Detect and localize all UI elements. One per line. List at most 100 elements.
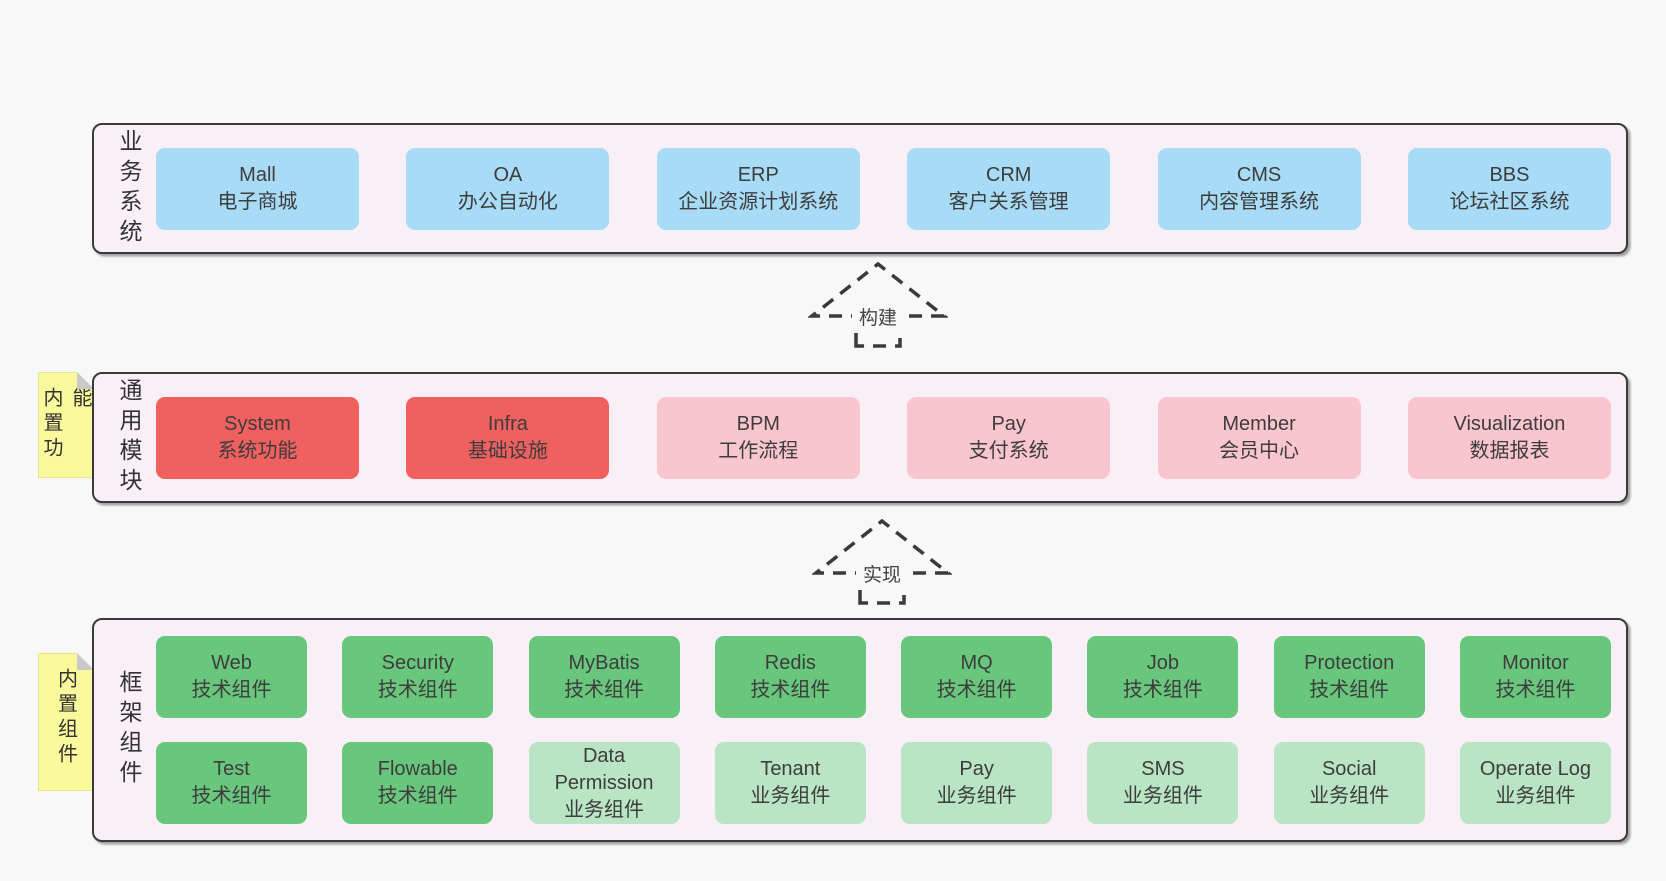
box-subtitle: 技术组件 [377,679,458,701]
box-subtitle: 技术组件 [750,679,831,701]
up-arrow-icon [808,261,948,348]
business-systems-boxes: Mall 电子商城 OA 办公自动化 ERP 企业资源计划系统 CRM 客户关系… [152,147,1626,230]
box-sms: SMS 业务组件 [1087,742,1239,824]
box-infra: Infra 基础设施 [406,396,610,479]
common-modules-boxes: System 系统功能 Infra 基础设施 BPM 工作流程 Pay 支付系统… [152,396,1626,479]
box-job: Job 技术组件 [1087,636,1239,718]
box-subtitle: 业务组件 [1495,785,1576,807]
implement-arrow: 实现 [812,518,952,605]
box-subtitle: 业务组件 [1309,785,1390,807]
box-title: BBS [1489,163,1530,186]
implement-arrow-label: 实现 [863,564,901,586]
box-mall: Mall 电子商城 [156,147,359,230]
sticky-note-label: 内置功能 [40,387,91,462]
box-data-permission: Data Permission 业务组件 [528,742,680,824]
sticky-note-built-in-components: 内置组件 [38,653,94,791]
box-crm: CRM 客户关系管理 [907,147,1111,230]
box-title: Operate Log [1479,758,1592,780]
box-flowable: Flowable 技术组件 [342,742,494,824]
box-system: System 系统功能 [156,396,359,479]
box-title: Job [1146,652,1180,674]
box-title: Redis [764,652,816,674]
box-member: Member 会员中心 [1157,396,1361,479]
box-title: Test [213,758,250,780]
box-subtitle: 业务组件 [564,798,645,821]
box-pay: Pay 支付系统 [907,396,1111,479]
box-title: MyBatis [568,652,640,674]
box-subtitle: 技术组件 [191,679,272,701]
box-subtitle: 内容管理系统 [1199,190,1320,213]
box-title: Web [211,652,252,674]
box-subtitle: 工作流程 [718,439,799,462]
framework-row-1: Web 技术组件 Security 技术组件 MyBatis 技术组件 Redi… [156,636,1611,718]
box-title: CMS [1236,163,1282,186]
box-title: MQ [960,652,993,674]
box-subtitle: 数据报表 [1469,439,1550,462]
box-title: SMS [1141,758,1185,780]
box-pay-business: Pay 业务组件 [901,742,1053,824]
box-social: Social 业务组件 [1273,742,1425,824]
box-subtitle: 技术组件 [1122,679,1203,701]
box-subtitle: 业务组件 [936,785,1017,807]
box-subtitle: 办公自动化 [457,190,558,213]
box-subtitle: 支付系统 [968,439,1049,462]
box-title: Flowable [377,758,458,780]
box-title: Tenant [760,758,821,780]
framework-components-panel: 框架组件 Web 技术组件 Security 技术组件 MyBatis 技术组件… [92,618,1628,842]
box-subtitle: 系统功能 [217,439,298,462]
panel-vertical-label: 业务系统 [116,128,142,249]
box-title: Infra [487,412,528,435]
up-arrow-icon [812,518,952,605]
panel-vertical-label: 通用模块 [116,377,142,498]
box-subtitle: 论坛社区系统 [1449,190,1570,213]
box-subtitle: 技术组件 [1309,679,1390,701]
box-title: System [224,412,291,435]
box-oa: OA 办公自动化 [406,147,610,230]
box-title: Member [1222,412,1296,435]
box-mq: MQ 技术组件 [901,636,1053,718]
box-title: Data Permission [554,744,654,794]
box-subtitle: 电子商城 [217,190,298,213]
panel-vertical-label: 框架组件 [116,670,142,790]
build-arrow-label: 构建 [859,307,897,329]
business-systems-panel: 业务系统 Mall 电子商城 OA 办公自动化 ERP 企业资源计划系统 CRM… [92,123,1628,254]
box-erp: ERP 企业资源计划系统 [656,147,860,230]
box-cms: CMS 内容管理系统 [1157,147,1361,230]
box-visualization: Visualization 数据报表 [1407,396,1611,479]
box-mybatis: MyBatis 技术组件 [528,636,680,718]
sticky-note-label: 内置组件 [54,668,77,768]
box-test: Test 技术组件 [156,742,307,824]
box-subtitle: 技术组件 [191,785,272,807]
box-title: Monitor [1502,652,1569,674]
box-security: Security 技术组件 [342,636,494,718]
box-subtitle: 基础设施 [467,439,548,462]
box-title: Security [381,652,454,674]
box-title: Mall [239,163,276,186]
build-arrow: 构建 [808,261,948,348]
box-title: Visualization [1453,412,1566,435]
box-subtitle: 业务组件 [750,785,831,807]
framework-row-2: Test 技术组件 Flowable 技术组件 Data Permission … [156,742,1611,824]
box-subtitle: 客户关系管理 [948,190,1069,213]
box-monitor: Monitor 技术组件 [1459,636,1611,718]
box-tenant: Tenant 业务组件 [714,742,866,824]
box-title: Pay [991,412,1026,435]
box-title: OA [493,163,523,186]
box-title: ERP [737,163,779,186]
box-bbs: BBS 论坛社区系统 [1407,147,1611,230]
box-subtitle: 企业资源计划系统 [678,190,839,213]
box-subtitle: 技术组件 [1495,679,1576,701]
framework-components-boxes: Web 技术组件 Security 技术组件 MyBatis 技术组件 Redi… [152,636,1626,824]
box-web: Web 技术组件 [156,636,307,718]
box-title: Social [1321,758,1377,780]
box-subtitle: 技术组件 [936,679,1017,701]
box-subtitle: 业务组件 [1122,785,1203,807]
box-subtitle: 技术组件 [564,679,645,701]
box-title: CRM [985,163,1032,186]
box-protection: Protection 技术组件 [1273,636,1425,718]
box-subtitle: 技术组件 [377,785,458,807]
sticky-note-built-in-features: 内置功能 [38,372,94,478]
box-title: Pay [959,758,994,780]
box-title: BPM [736,412,780,435]
box-bpm: BPM 工作流程 [656,396,860,479]
